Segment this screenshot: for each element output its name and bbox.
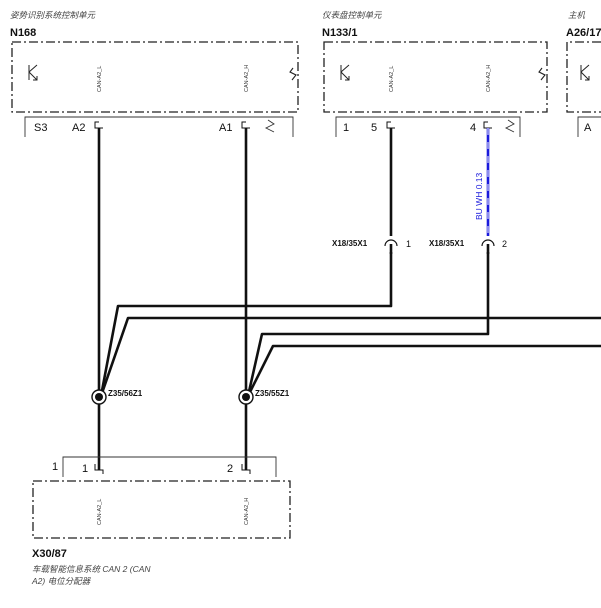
n168-outline [11, 41, 299, 113]
n133-title: 仪表盘控制单元 [322, 10, 383, 20]
n133-signal-can-l: CAN-A2_L [389, 66, 395, 92]
connector-x18-1-label: X18/35X1 [332, 239, 368, 248]
splice-z35-56z1: Z35/56Z1 [91, 389, 143, 405]
component-n133: 仪表盘控制单元 N133/1 CAN-A2_L CAN-A2_H 1 5 4 [322, 10, 548, 137]
a26-pin-a: A [584, 122, 592, 134]
n168-pin-s3: S3 [34, 122, 47, 134]
x30-desc-line2: A2) 电位分配器 [31, 576, 92, 586]
n133-signal-can-h: CAN-A2_H [486, 65, 492, 92]
a26-code: A26/17 [566, 27, 601, 39]
x30-pin-strip [62, 456, 277, 477]
n168-pin-a2: A2 [72, 122, 85, 134]
wire-x18-1-to-z56 [99, 252, 393, 397]
n168-code: N168 [10, 27, 36, 39]
wire-bu-wh: BU WH 0.13 [474, 128, 490, 236]
wire-x18-2-to-z55 [246, 252, 490, 397]
x30-signal-can-h: CAN-A2_H [244, 498, 250, 525]
transistor-icon [340, 64, 350, 81]
n133-pin-4-terminal [483, 121, 492, 129]
n168-pin-a1-terminal [241, 121, 250, 129]
component-n168: 姿势识别系统控制单元 N168 CAN-A2_L CAN-A2_H S3 A2 … [10, 10, 299, 137]
n168-pin-a2-terminal [94, 121, 103, 129]
n133-code: N133/1 [322, 27, 357, 39]
wire-bu-wh-label: BU WH 0.13 [474, 172, 484, 220]
n168-title: 姿势识别系统控制单元 [10, 10, 97, 20]
a26-title: 主机 [568, 10, 586, 20]
transistor-icon [580, 64, 590, 81]
n168-pin-a1: A1 [219, 122, 232, 134]
n133-pin-strip [335, 116, 521, 137]
transistor-icon [28, 64, 38, 81]
connector-x18-2-pin: 2 [502, 239, 507, 249]
n168-resistor-icon [264, 119, 275, 133]
n133-pin-1: 1 [343, 122, 349, 134]
x30-signal-can-l: CAN-A2_L [97, 499, 103, 525]
x30-desc-line1: 车载智能信息系统 CAN 2 (CAN [32, 564, 151, 574]
a26-outline [566, 41, 601, 113]
wire-bundle [97, 128, 601, 470]
wire-z56-branch-right [99, 316, 601, 397]
x30-outline [32, 480, 291, 539]
n168-signal-can-l: CAN-A2_L [97, 66, 103, 92]
n133-pin-4: 4 [470, 122, 476, 134]
n133-pin-5-terminal [386, 121, 395, 129]
n168-signal-can-h: CAN-A2_H [244, 65, 250, 92]
component-a26: 主机 A26/17 A [566, 10, 601, 137]
connector-x18-2: X18/35X1 2 [429, 239, 507, 254]
splice-z35-55z1-label: Z35/55Z1 [255, 389, 290, 398]
n168-lightning-icon [289, 67, 297, 81]
x30-pin-2: 2 [227, 463, 233, 475]
x30-pin-1-terminal [94, 464, 104, 474]
a26-pin-strip [577, 116, 601, 137]
connector-x18-2-label: X18/35X1 [429, 239, 465, 248]
connector-x18-1-pin: 1 [406, 239, 411, 249]
n133-pin-5: 5 [371, 122, 377, 134]
x30-code: X30/87 [32, 548, 67, 560]
n133-lightning-icon [538, 67, 546, 81]
x30-pin-1: 1 [82, 463, 88, 475]
n133-outline [323, 41, 548, 113]
x30-pin-outer: 1 [52, 461, 58, 473]
n133-resistor-icon [504, 119, 515, 133]
splice-z35-55z1: Z35/55Z1 [238, 389, 290, 405]
n168-pin-strip [24, 116, 294, 137]
connector-x18-1: X18/35X1 1 [332, 239, 411, 254]
splice-z35-56z1-label: Z35/56Z1 [108, 389, 143, 398]
wire-z55-branch-right [246, 344, 601, 397]
x30-pin-2-terminal [241, 464, 251, 474]
component-x30: 1 1 2 CAN-A2_L CAN-A2_H X30/87 车载智能信息系统 … [31, 456, 291, 586]
